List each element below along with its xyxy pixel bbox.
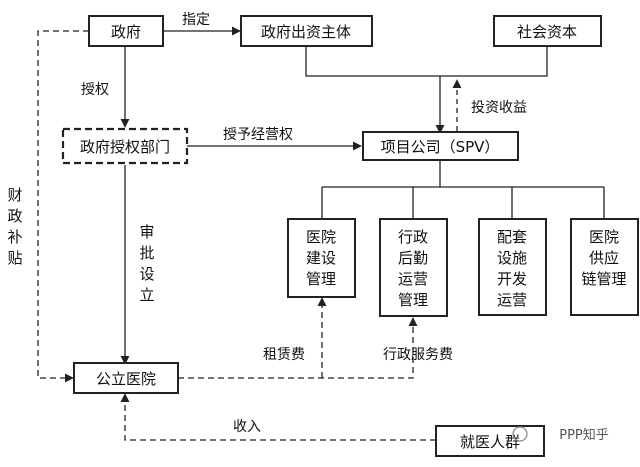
arrow-fiscal-subsidy: [37, 30, 89, 383]
arrow-income: [120, 393, 436, 441]
node-gov-auth-dept: 政府授权部门: [61, 127, 189, 165]
svg-text:贴: 贴: [7, 249, 22, 267]
node-hospital-build: 医院 建设 管理: [287, 218, 356, 298]
node-gov-investor: 政府出资主体: [240, 15, 373, 47]
line-investors-merge: [305, 46, 548, 77]
label-admin-service-fee: 行政服务费: [383, 347, 453, 363]
arrow-admin-service-fee: [178, 317, 418, 379]
svg-text:后勤: 后勤: [398, 249, 428, 267]
label-investment-return: 投资收益: [471, 100, 527, 116]
svg-text:医院: 医院: [306, 228, 336, 246]
svg-text:管理: 管理: [306, 270, 336, 288]
svg-text:财: 财: [7, 186, 22, 204]
node-government: 政府: [88, 15, 164, 47]
label-income: 收入: [233, 419, 261, 435]
svg-text:运营: 运营: [497, 291, 527, 309]
svg-text:批: 批: [139, 244, 154, 262]
svg-text:建设: 建设: [306, 249, 336, 267]
node-public-hospital: 公立医院: [73, 362, 179, 394]
wechat-icon: [512, 426, 528, 442]
node-patients: 就医人群: [435, 425, 545, 457]
label-rent: 租赁费: [263, 347, 305, 363]
svg-text:链管理: 链管理: [581, 270, 626, 288]
svg-text:审: 审: [139, 223, 154, 241]
svg-text:开发: 开发: [497, 270, 527, 288]
label-grant-operation: 授予经营权: [223, 127, 293, 143]
svg-text:就医人群: 就医人群: [460, 433, 520, 451]
svg-text:政府: 政府: [111, 23, 141, 41]
svg-text:社会资本: 社会资本: [517, 23, 577, 41]
node-supply-chain: 医院 供应 链管理: [570, 218, 639, 316]
svg-text:供应: 供应: [589, 249, 619, 267]
svg-text:医院: 医院: [589, 228, 619, 246]
svg-text:设施: 设施: [497, 249, 527, 267]
label-designate: 指定: [182, 12, 210, 28]
svg-text:项目公司（SPV）: 项目公司（SPV）: [381, 138, 500, 156]
svg-text:运营: 运营: [398, 270, 428, 288]
node-admin-logistics: 行政 后勤 运营 管理: [379, 218, 448, 317]
svg-text:管理: 管理: [398, 291, 428, 309]
svg-text:政府出资主体: 政府出资主体: [261, 23, 351, 41]
svg-text:立: 立: [139, 286, 154, 304]
node-social-capital: 社会资本: [493, 15, 602, 47]
node-facility-dev: 配套 设施 开发 运营: [478, 218, 547, 316]
svg-text:公立医院: 公立医院: [96, 370, 156, 388]
svg-text:PPP知乎: PPP知乎: [559, 427, 609, 443]
svg-text:行政: 行政: [398, 228, 428, 246]
svg-text:配套: 配套: [497, 228, 527, 246]
label-fiscal-subsidy: 财 政 补 贴: [7, 186, 22, 267]
svg-text:补: 补: [7, 228, 22, 246]
svg-text:设: 设: [139, 265, 154, 283]
label-authorize: 授权: [81, 82, 109, 98]
label-approval: 审 批 设 立: [139, 223, 154, 304]
watermark: PPP知乎: [512, 426, 609, 443]
svg-text:政: 政: [7, 207, 22, 225]
node-spv: 项目公司（SPV）: [362, 131, 519, 161]
svg-text:政府授权部门: 政府授权部门: [80, 138, 170, 156]
